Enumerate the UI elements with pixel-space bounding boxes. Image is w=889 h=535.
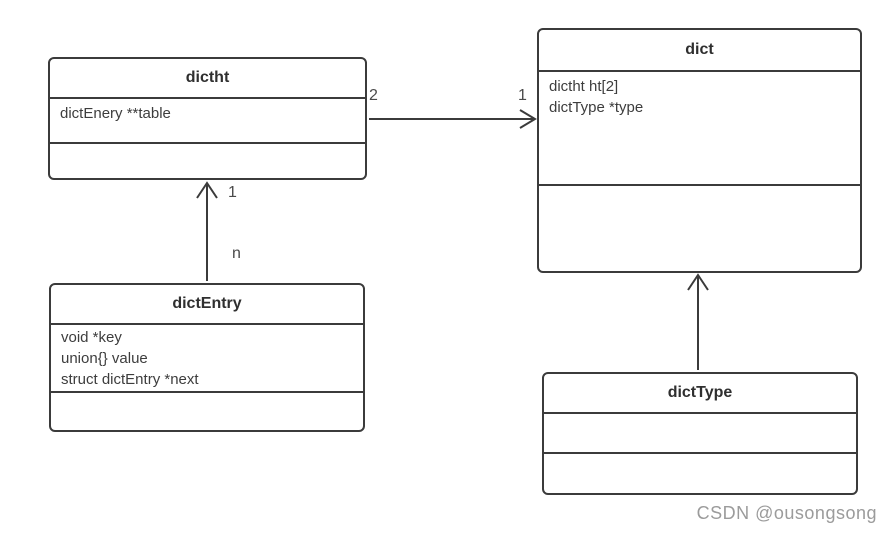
class-attribute: union{} value (61, 350, 148, 367)
csdn-watermark: CSDN @ousongsong (696, 503, 877, 523)
class-attribute: dictType *type (549, 99, 644, 116)
multiplicity-dictht-source: 2 (369, 87, 378, 104)
association-dictht-dict (369, 109, 537, 129)
class-box-dictentry: dictEntry void *key union{} value struct… (49, 283, 365, 432)
association-dictentry-dictht (196, 181, 218, 281)
class-attribute: dictEnery **table (60, 105, 171, 122)
class-title-dictentry: dictEntry (172, 295, 242, 312)
class-title-dict: dict (685, 41, 714, 58)
class-methods-dict (539, 184, 860, 271)
class-methods-dictentry (51, 391, 363, 430)
multiplicity-dictht-target: 1 (228, 184, 237, 201)
class-title-dictht: dictht (185, 69, 230, 86)
class-box-dict: dict dictht ht[2] dictType *type (537, 28, 862, 273)
association-dicttype-dict (687, 273, 709, 370)
class-attributes-dictentry: void *key union{} value struct dictEntry… (51, 323, 363, 391)
class-methods-dictht (50, 142, 365, 178)
class-box-dicttype: dictType (542, 372, 858, 495)
arrowhead-up-icon (196, 181, 218, 199)
arrowhead-up-icon (687, 273, 709, 291)
class-attribute: dictht ht[2] (549, 78, 619, 95)
class-methods-dicttype (544, 452, 856, 493)
class-attributes-dicttype (544, 412, 856, 452)
class-title-dicttype: dictType (667, 384, 733, 401)
class-attributes-dictht: dictEnery **table (50, 97, 365, 142)
class-attribute: void *key (61, 329, 122, 346)
arrowhead-right-icon (519, 109, 537, 129)
class-attributes-dict: dictht ht[2] dictType *type (539, 70, 860, 184)
multiplicity-dictentry-source: n (232, 245, 241, 262)
class-box-dictht: dictht dictEnery **table (48, 57, 367, 180)
class-attribute: struct dictEntry *next (61, 371, 199, 388)
multiplicity-dict-target: 1 (518, 87, 527, 104)
